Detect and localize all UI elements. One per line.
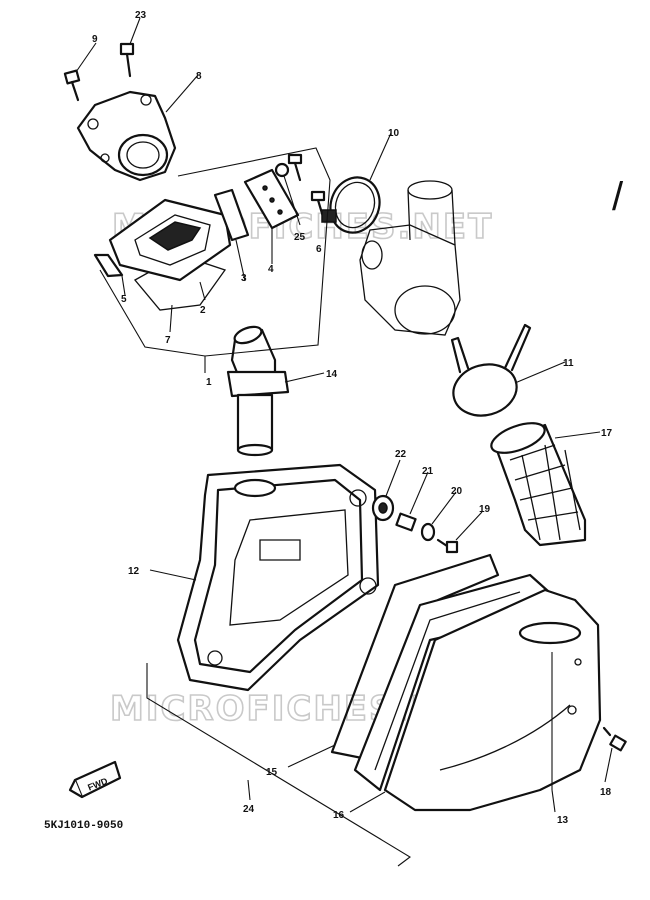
page-mark: / <box>612 175 624 219</box>
part-11-spring-clip <box>450 323 532 417</box>
callout-2: 2 <box>200 305 206 316</box>
callout-17: 17 <box>601 428 613 439</box>
carburetor-joint-ghost <box>359 180 461 336</box>
callout-22: 22 <box>395 449 407 460</box>
part-21-collar <box>395 512 417 532</box>
part-18-screw <box>602 726 627 752</box>
part-3-reed-stopper <box>213 188 250 242</box>
callout-20: 20 <box>451 486 463 497</box>
part-9-bolt <box>63 69 81 102</box>
callout-4: 4 <box>268 264 274 275</box>
callout-25: 25 <box>294 232 306 243</box>
callout-12: 12 <box>128 566 140 577</box>
callout-9: 9 <box>92 34 98 45</box>
part-13-filter-cover <box>383 588 602 812</box>
part-8-intake-manifold <box>76 90 177 182</box>
part-19-bolt <box>436 538 459 554</box>
part-25-washer <box>274 162 290 178</box>
part-22-grommet <box>371 494 395 522</box>
part-5-plate <box>93 253 124 278</box>
callout-18: 18 <box>600 787 612 798</box>
callout-6: 6 <box>316 244 322 255</box>
callout-5: 5 <box>121 294 127 305</box>
callout-labels: 1 2 3 4 5 6 7 8 9 10 11 12 13 14 15 16 1… <box>92 10 613 826</box>
callout-24: 24 <box>243 804 255 815</box>
callout-16: 16 <box>333 810 345 821</box>
callout-15: 15 <box>266 767 278 778</box>
leader-lines <box>75 17 613 867</box>
part-23-bolt <box>119 42 135 78</box>
callout-7: 7 <box>165 335 171 346</box>
part-10-clamp <box>321 176 381 234</box>
part-17-intake-duct <box>490 422 587 547</box>
diagram-code: 5KJ1010-9050 <box>44 820 123 832</box>
callout-23: 23 <box>135 10 147 21</box>
callout-21: 21 <box>422 466 434 477</box>
part-20-washer <box>420 522 436 542</box>
callout-13: 13 <box>557 815 569 826</box>
forward-direction-arrow: FWD <box>68 760 122 799</box>
callout-8: 8 <box>196 71 202 82</box>
part-2-reed-valve <box>108 198 232 282</box>
callout-3: 3 <box>241 273 247 284</box>
callout-11: 11 <box>563 358 574 369</box>
callout-10: 10 <box>388 128 400 139</box>
part-14-intake-elbow <box>226 325 290 457</box>
callout-1: 1 <box>206 377 212 388</box>
callout-14: 14 <box>326 369 338 380</box>
part-4-reed-plate <box>243 168 300 230</box>
part-12-filter-case <box>176 463 380 692</box>
callout-19: 19 <box>479 504 491 515</box>
